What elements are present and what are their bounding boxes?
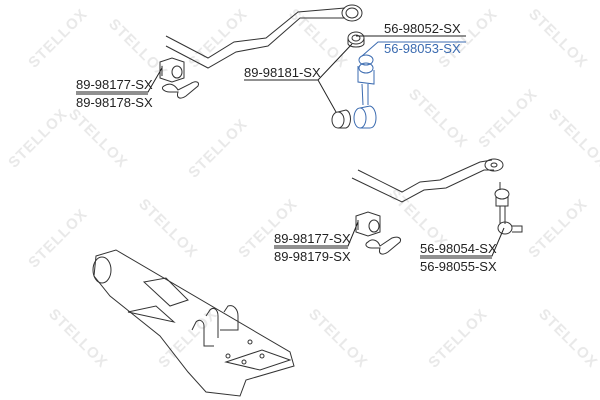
link-bushings xyxy=(331,31,365,129)
part-label-56-98052-sx[interactable]: 56-98052-SX xyxy=(384,21,461,36)
front-stabilizer-link xyxy=(353,54,377,129)
rear-stabilizer-bushing xyxy=(355,211,401,255)
rear-stabilizer-link xyxy=(494,182,523,235)
part-label-56-98053-sx[interactable]: 56-98053-SX xyxy=(384,41,461,56)
part-label-89-98179-sx[interactable]: 89-98179-SX xyxy=(274,249,351,264)
part-label-89-98177-sx-rear[interactable]: 89-98177-SX xyxy=(274,231,351,246)
part-label-89-98178-sx[interactable]: 89-98178-SX xyxy=(76,95,153,110)
part-label-56-98054-sx[interactable]: 56-98054-SX xyxy=(420,241,497,256)
leader-lines xyxy=(76,35,505,259)
rear-stabilizer-bar xyxy=(351,158,504,203)
front-stabilizer-bushing xyxy=(159,57,199,99)
part-label-56-98055-sx[interactable]: 56-98055-SX xyxy=(420,259,497,274)
part-label-89-98177-sx[interactable]: 89-98177-SX xyxy=(76,77,153,92)
lower-control-arm xyxy=(92,249,295,397)
front-stabilizer-bar xyxy=(165,4,363,69)
part-label-89-98181-sx[interactable]: 89-98181-SX xyxy=(244,65,321,80)
